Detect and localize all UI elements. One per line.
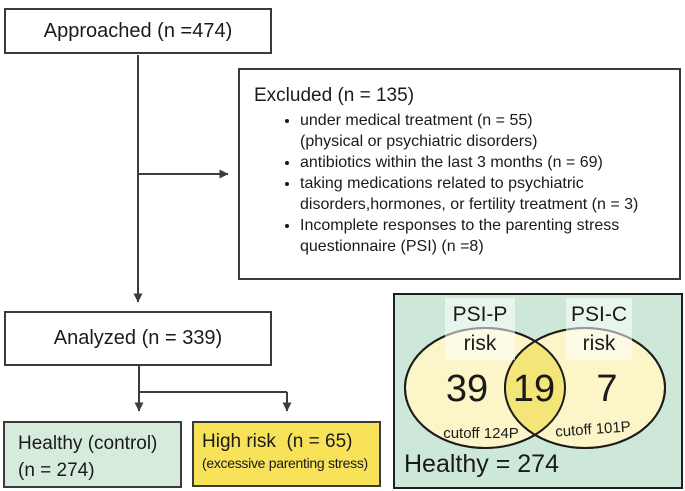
approached-box: Approached (n =474) — [4, 8, 272, 54]
overlap-count: 19 — [512, 368, 556, 410]
psi-p-text: PSI-P — [452, 303, 508, 326]
psi-p-cutoff-label: cutoff 124P — [443, 425, 519, 442]
excluded-bullet-list: under medical treatment (n = 55) (physic… — [254, 110, 669, 257]
high-risk-label-line2: (excessive parenting stress) — [202, 455, 368, 471]
healthy-total-label: Healthy = 274 — [404, 450, 559, 478]
bullet-line: Incomplete responses to the parenting st… — [300, 217, 620, 234]
psi-p-risk-label: PSI-P risk — [445, 298, 515, 360]
psi-c-risk-label: PSI-C risk — [566, 298, 632, 360]
high-risk-label-line1: High risk (n = 65) — [202, 431, 353, 452]
bullet-line: (physical or psychiatric disorders) — [300, 133, 538, 150]
psi-c-only-count: 7 — [596, 368, 618, 410]
venn-panel: PSI-P risk PSI-C risk 39 19 7 cutoff 124… — [393, 293, 683, 489]
analyzed-label: Analyzed (n = 339) — [53, 327, 223, 349]
bullet-line: antibiotics within the last 3 months (n … — [300, 154, 603, 171]
analyzed-box: Analyzed (n = 339) — [4, 311, 272, 366]
bullet-line: disorders,hormones, or fertility treatme… — [300, 196, 639, 213]
psi-c-text: PSI-C — [570, 303, 627, 326]
psi-p-risk-text: risk — [463, 332, 497, 355]
healthy-label-line2: (n = 274) — [18, 460, 95, 481]
excluded-bullet: Incomplete responses to the parenting st… — [300, 215, 669, 257]
approached-label: Approached (n =474) — [43, 19, 233, 42]
psi-c-risk-text: risk — [582, 332, 616, 355]
bullet-line: under medical treatment (n = 55) — [300, 112, 533, 129]
bullet-line: taking medications related to psychiatri… — [300, 175, 584, 192]
excluded-bullet: taking medications related to psychiatri… — [300, 173, 669, 215]
venn-overlap-region — [505, 328, 565, 448]
high-risk-box: High risk (n = 65) (excessive parenting … — [192, 421, 381, 487]
healthy-label-line1: Healthy (control) — [18, 433, 158, 454]
excluded-bullet: antibiotics within the last 3 months (n … — [300, 152, 669, 173]
excluded-box: Excluded (n = 135) under medical treatme… — [238, 68, 681, 280]
healthy-control-box: Healthy (control) (n = 274) — [3, 421, 182, 488]
bullet-line: questionnaire (PSI) (n =8) — [300, 238, 484, 255]
excluded-bullet: under medical treatment (n = 55) (physic… — [300, 110, 669, 152]
excluded-title: Excluded (n = 135) — [254, 85, 415, 106]
psi-p-only-count: 39 — [445, 368, 489, 410]
